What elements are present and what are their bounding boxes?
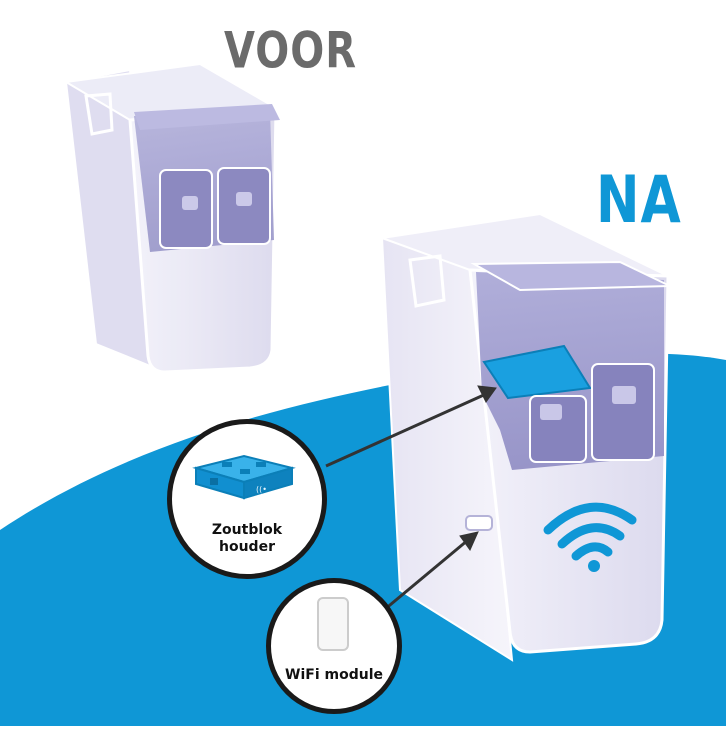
callout-wifi-module: WiFi module xyxy=(266,578,402,714)
wifi-icon xyxy=(543,502,637,572)
callout-salt-block-holder: Zoutblok houder xyxy=(167,419,327,579)
arrow-icon xyxy=(325,385,497,612)
device-before xyxy=(63,62,280,374)
salt-block-holder-inserted xyxy=(482,344,592,400)
before-label: VOOR xyxy=(224,22,358,80)
callout-wifi-module-label: WiFi module xyxy=(285,667,383,683)
wifi-module-slot xyxy=(465,515,493,531)
after-label: NA xyxy=(596,163,682,238)
device-after xyxy=(380,212,671,662)
callout-salt-label-line2: houder xyxy=(219,539,275,555)
callout-salt-block-holder-label: Zoutblok houder xyxy=(172,522,322,556)
callout-salt-label-line1: Zoutblok xyxy=(211,522,283,538)
